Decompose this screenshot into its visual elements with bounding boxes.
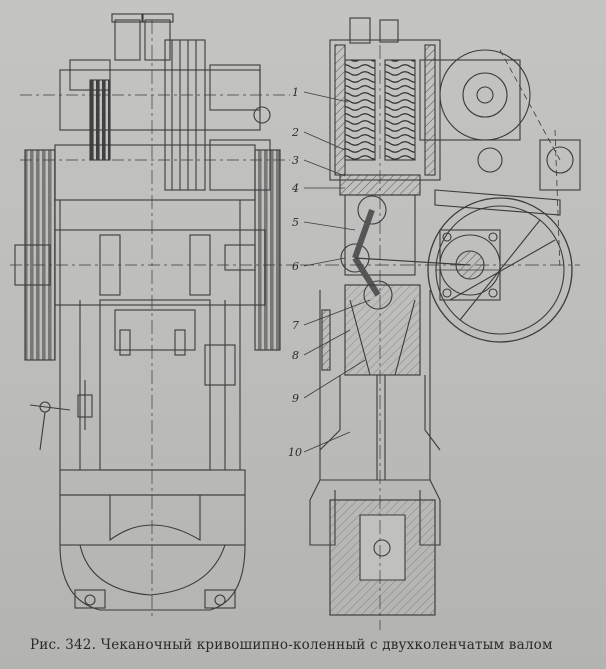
side-box [204, 344, 236, 386]
frame-center [99, 299, 211, 471]
callout-1: 1 [292, 86, 299, 99]
front-view [10, 13, 300, 620]
callout-3: 3 [292, 154, 299, 167]
upper-pulley [439, 49, 531, 141]
spring-right [384, 59, 416, 161]
callout-7: 7 [292, 319, 299, 332]
callout-4: 4 [291, 182, 299, 195]
callout-5: 5 [292, 216, 299, 229]
middle-knuckle [340, 243, 370, 273]
top-valve-left [114, 19, 141, 61]
right-gear-wheel [254, 149, 281, 351]
spring-left [344, 59, 376, 161]
press-drawing: 1 2 3 4 5 6 7 8 9 10 [10, 13, 581, 630]
callout-9: 9 [292, 392, 299, 405]
crank-housing [54, 229, 266, 306]
ram [344, 284, 421, 376]
callout-10: 10 [288, 446, 302, 459]
callout-6: 6 [292, 260, 299, 273]
belt-pulley [164, 39, 206, 191]
figure-caption: Рис. 342. Чеканочный кривошипно-коленный… [30, 637, 553, 653]
callout-2: 2 [291, 126, 299, 139]
callout-8: 8 [292, 349, 299, 362]
upper-knuckle [357, 195, 387, 225]
callouts [303, 91, 371, 453]
callout-labels: 1 2 3 4 5 6 7 8 9 10 [288, 86, 302, 459]
flywheel [427, 197, 573, 343]
side-view [300, 17, 581, 630]
